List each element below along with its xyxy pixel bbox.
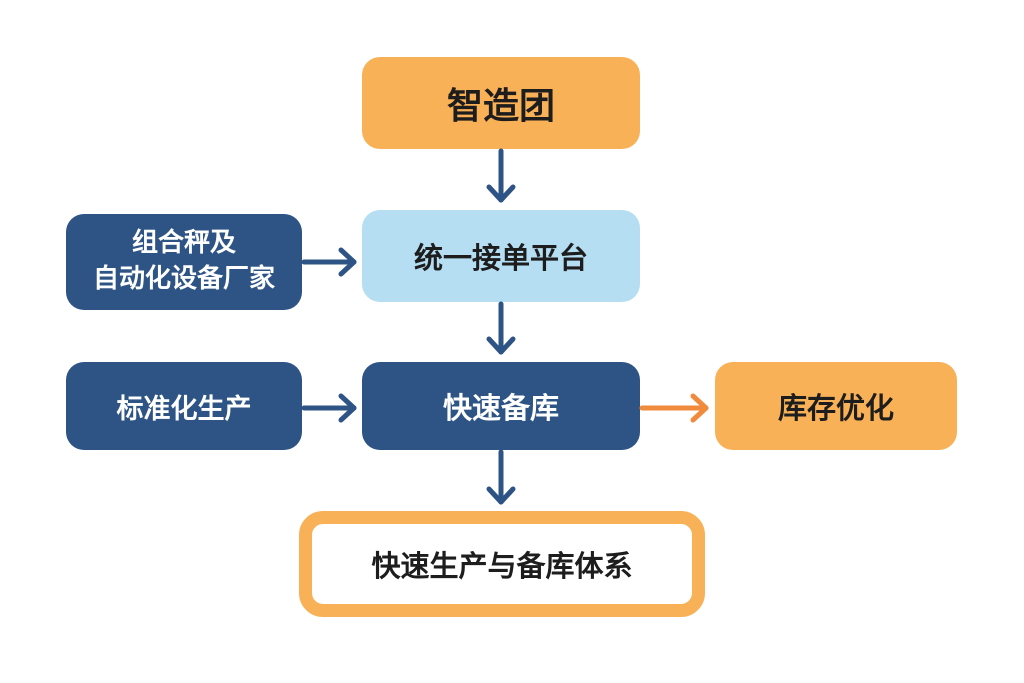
node-unified-order-platform-label: 统一接单平台	[413, 241, 588, 275]
node-equipment-suppliers-line1: 组合秤及	[131, 228, 236, 259]
arrowhead-platform-to-fast-stock	[486, 336, 516, 355]
node-unified-order-platform: 统一接单平台	[362, 210, 640, 302]
node-equipment-suppliers: 组合秤及 自动化设备厂家	[66, 214, 302, 310]
node-equipment-suppliers-line2: 自动化设备厂家	[92, 264, 275, 294]
arrowhead-fast-stock-to-system	[486, 486, 516, 505]
node-fast-stocking-label: 快速备库	[442, 391, 559, 425]
node-fast-stocking: 快速备库	[362, 362, 640, 450]
node-zhizaotuan: 智造团	[362, 57, 640, 149]
node-standardized-production-label: 标准化生产	[116, 393, 252, 425]
node-fast-production-system: 快速生产与备库体系	[299, 511, 705, 617]
arrowhead-standard-to-fast-stock	[338, 393, 357, 423]
arrowhead-top-to-platform	[486, 184, 516, 203]
arrowhead-supplier-to-platform	[338, 247, 357, 277]
node-standardized-production: 标准化生产	[66, 362, 302, 450]
node-fast-production-system-label: 快速生产与备库体系	[371, 549, 633, 583]
node-inventory-optimization: 库存优化	[715, 362, 957, 450]
node-zhizaotuan-label: 智造团	[446, 86, 555, 127]
node-inventory-optimization-label: 库存优化	[777, 391, 894, 425]
arrowhead-fast-stock-to-inventory	[690, 393, 709, 423]
